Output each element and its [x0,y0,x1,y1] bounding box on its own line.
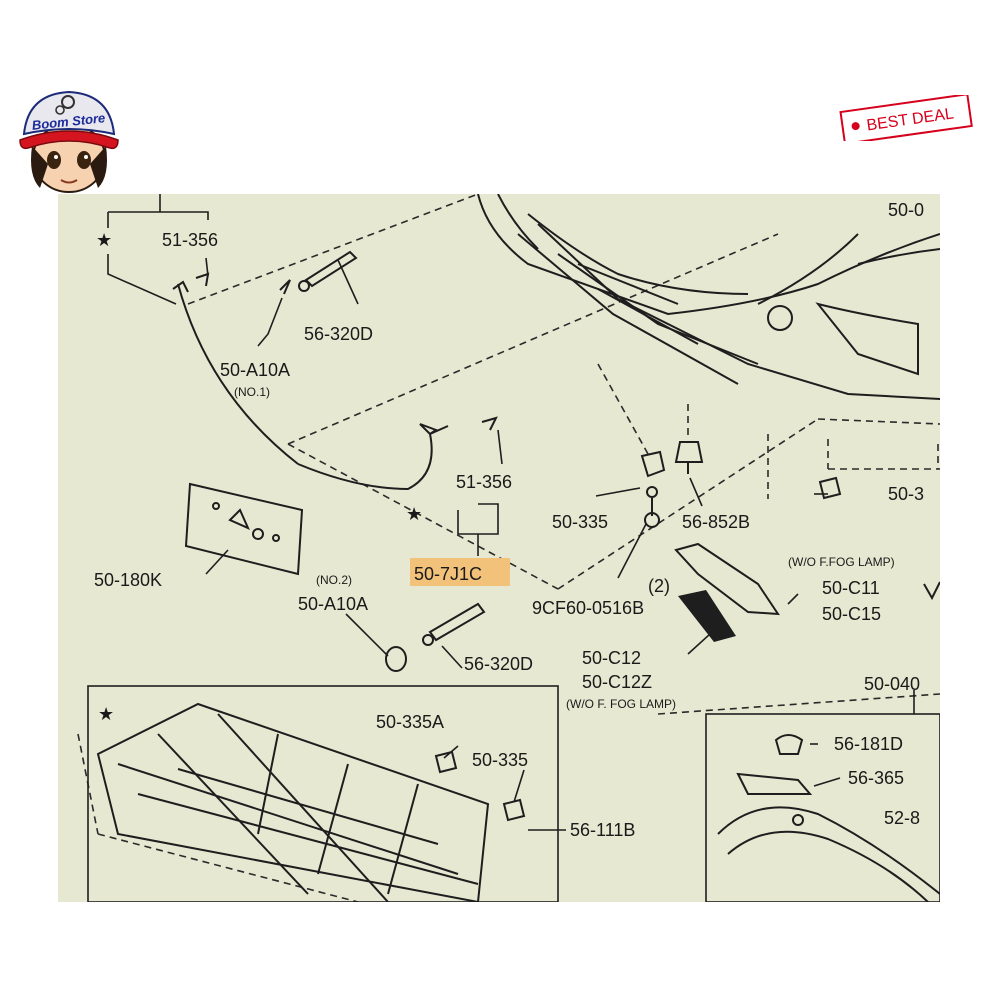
label-56-111b: 56-111B [570,820,635,840]
part-labels: 51-356 56-320D 50-A10A (NO.1) 51-356 50-… [94,200,924,840]
lower-right-assembly [705,713,940,902]
parts-diagram: ★ ★ ★ 51-356 56-320D 50-A10A (N [58,194,940,902]
label-wo-fog-lamp: (W/O F. FOG LAMP) [566,697,676,711]
clip-51-356-lower [481,416,498,431]
nut-50-3 [818,476,842,500]
label-56-365: 56-365 [848,768,904,788]
label-50-335: 50-335 [472,750,528,770]
label-50-c15: 50-C15 [822,604,881,624]
bumper-lip-part [172,280,449,491]
store-logo: Boom Store [19,90,119,193]
label-9cf60-0516b: 9CF60-0516B [532,598,644,618]
label-56-320d: 56-320D [304,324,373,344]
label-50-3: 50-3 [888,484,924,504]
label-no1: (NO.1) [234,385,270,399]
license-bracket-50-180k [184,482,304,576]
star-icon: ★ [98,704,114,724]
highlight-box [410,558,510,586]
best-deal-badge: BEST DEAL [839,95,973,141]
label-51-356: 51-356 [162,230,218,250]
assembly-dashed-lines [77,194,940,902]
label-50-180k: 50-180K [94,570,162,590]
fastener-50-335 [640,450,666,528]
label-56-181d: 56-181D [834,734,903,754]
leader-lines [107,194,915,831]
label-50-040: 50-040 [864,674,920,694]
label-50-a10a: 50-A10A [298,594,368,614]
undercover-56-111b [87,685,559,902]
label-50-0: 50-0 [888,200,924,220]
label-56-320d: 56-320D [464,654,533,674]
label-50-c12: 50-C12 [582,648,641,668]
bolt-56-320d-lower [385,602,486,672]
label-no2: (NO.2) [316,573,352,587]
dot-icon [851,122,860,131]
label-50-335a: 50-335A [376,712,444,732]
label-wo-fog-lamp: (W/O F.FOG LAMP) [788,555,895,569]
label-52-8: 52-8 [884,808,920,828]
label-56-852b: 56-852B [682,512,750,532]
label-50-335: 50-335 [552,512,608,532]
bumper-outline [477,194,940,400]
label-51-356: 51-356 [456,472,512,492]
label-50-c12z: 50-C12Z [582,672,652,692]
label-50-7j1c: 50-7J1C [414,564,482,584]
star-icon: ★ [96,230,112,250]
clip-56-852b [674,441,704,474]
label-50-c11: 50-C11 [822,578,880,598]
bolt-56-320d-upper [279,250,358,295]
label-50-a10a: 50-A10A [220,360,290,380]
gear-icon [61,95,75,109]
star-icon: ★ [406,504,422,524]
fog-lamp-cover-parts [674,542,940,642]
label-qty-2: (2) [648,576,670,596]
